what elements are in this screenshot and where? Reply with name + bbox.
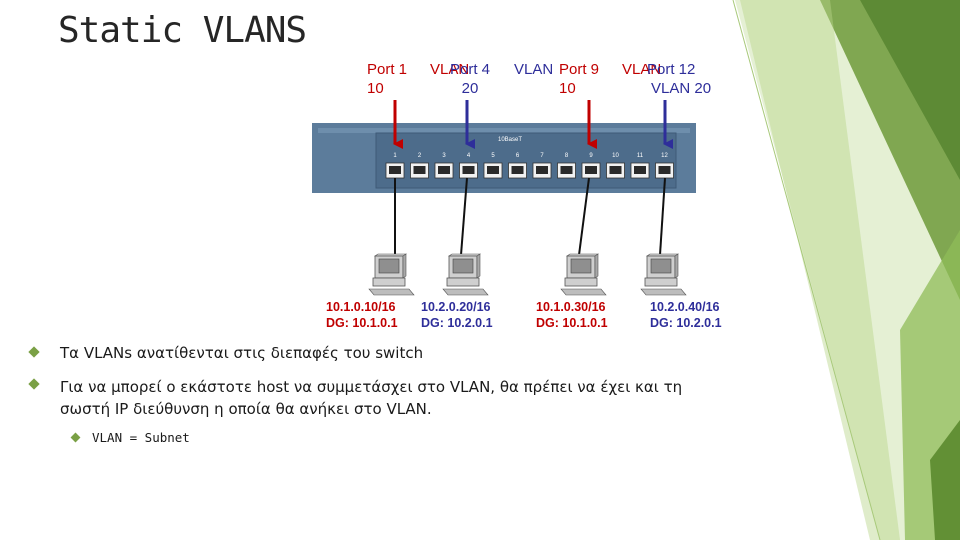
port-vlan-prefix-4: VLAN [430, 61, 470, 78]
port-name: Port 4 [450, 61, 491, 78]
bullet-diamond-icon [70, 432, 81, 443]
host-ip: 10.1.0.10/16 [326, 300, 396, 314]
port-socket [438, 166, 450, 174]
port-label-1: Port 1 10 [367, 60, 407, 98]
port-name: Port 12 [647, 61, 696, 78]
port-socket [511, 166, 524, 174]
switch-port-number: 11 [637, 153, 644, 159]
port-socket [658, 166, 671, 174]
switch-port-number: 8 [565, 153, 569, 159]
bullet-text: Για να μπορεί ο εκάστοτε host να συμμετά… [60, 378, 683, 418]
port-socket [487, 166, 499, 174]
host-dg: DG: 10.2.0.1 [421, 316, 493, 330]
port-label-12: Port 12 VLAN 20 [647, 60, 711, 98]
host-computers [368, 253, 687, 296]
bullet-text: Τα VLANs ανατίθενται στις διεπαφές του s… [60, 344, 424, 362]
switch-port-number: 10 [612, 153, 619, 159]
port-vlan: 10 [367, 80, 384, 97]
port-name: Port 1 [367, 61, 408, 78]
sub-bullet-item: VLAN = Subnet [70, 430, 190, 445]
port-socket [413, 166, 426, 174]
port-name: Port 9 [559, 61, 600, 78]
switch-port-number: 12 [661, 153, 668, 159]
cables [394, 177, 666, 256]
host-1-label: 10.1.0.10/16 DG: 10.1.0.1 [326, 299, 398, 331]
host-ip: 10.2.0.20/16 [421, 300, 491, 314]
host-dg: DG: 10.1.0.1 [326, 316, 398, 330]
host-2-label: 10.2.0.20/16 DG: 10.2.0.1 [421, 299, 493, 331]
port-socket [609, 166, 622, 174]
vlan-arrows [393, 100, 673, 149]
host-ip: 10.2.0.40/16 [650, 300, 720, 314]
host-3-label: 10.1.0.30/16 DG: 10.1.0.1 [536, 299, 608, 331]
bullet-item: Για να μπορεί ο εκάστοτε host να συμμετά… [28, 376, 730, 420]
switch-port-number: 7 [540, 153, 544, 159]
port-vlan-prefix-9: VLAN [514, 61, 554, 78]
host-4-label: 10.2.0.40/16 DG: 10.2.0.1 [650, 299, 722, 331]
port-socket [560, 166, 573, 174]
port-vlan: VLAN 20 [651, 80, 712, 97]
switch-port-number: 4 [467, 153, 471, 159]
switch-port-number: 9 [589, 153, 593, 159]
bullet-text: VLAN = Subnet [92, 430, 190, 445]
switch-port-number: 6 [516, 153, 520, 159]
port-socket [462, 166, 475, 174]
port-vlan-prefix-12: VLAN [622, 61, 662, 78]
bullet-item: Τα VLANs ανατίθενται στις διεπαφές του s… [28, 344, 424, 362]
slide-title: Static VLANS [58, 10, 307, 51]
port-socket [585, 166, 597, 174]
host-dg: DG: 10.2.0.1 [650, 316, 722, 330]
switch-port-number: 3 [442, 153, 446, 159]
port-socket [536, 166, 548, 174]
switch-port-number: 5 [491, 153, 495, 159]
bullet-diamond-icon [28, 346, 40, 358]
port-label-4: Port 4 20 [450, 60, 490, 98]
port-socket [634, 166, 646, 174]
port-vlan: 20 [461, 80, 479, 97]
port-vlan: 10 [559, 80, 576, 97]
switch-model-label: 10BaseT [498, 137, 522, 143]
host-ip: 10.1.0.30/16 [536, 300, 606, 314]
switch-port-number: 2 [418, 153, 422, 159]
port-socket [389, 166, 401, 174]
switch-port-number: 1 [393, 153, 397, 159]
host-dg: DG: 10.1.0.1 [536, 316, 608, 330]
bullet-diamond-icon [28, 378, 40, 390]
port-label-9: Port 9 10 [559, 60, 599, 98]
